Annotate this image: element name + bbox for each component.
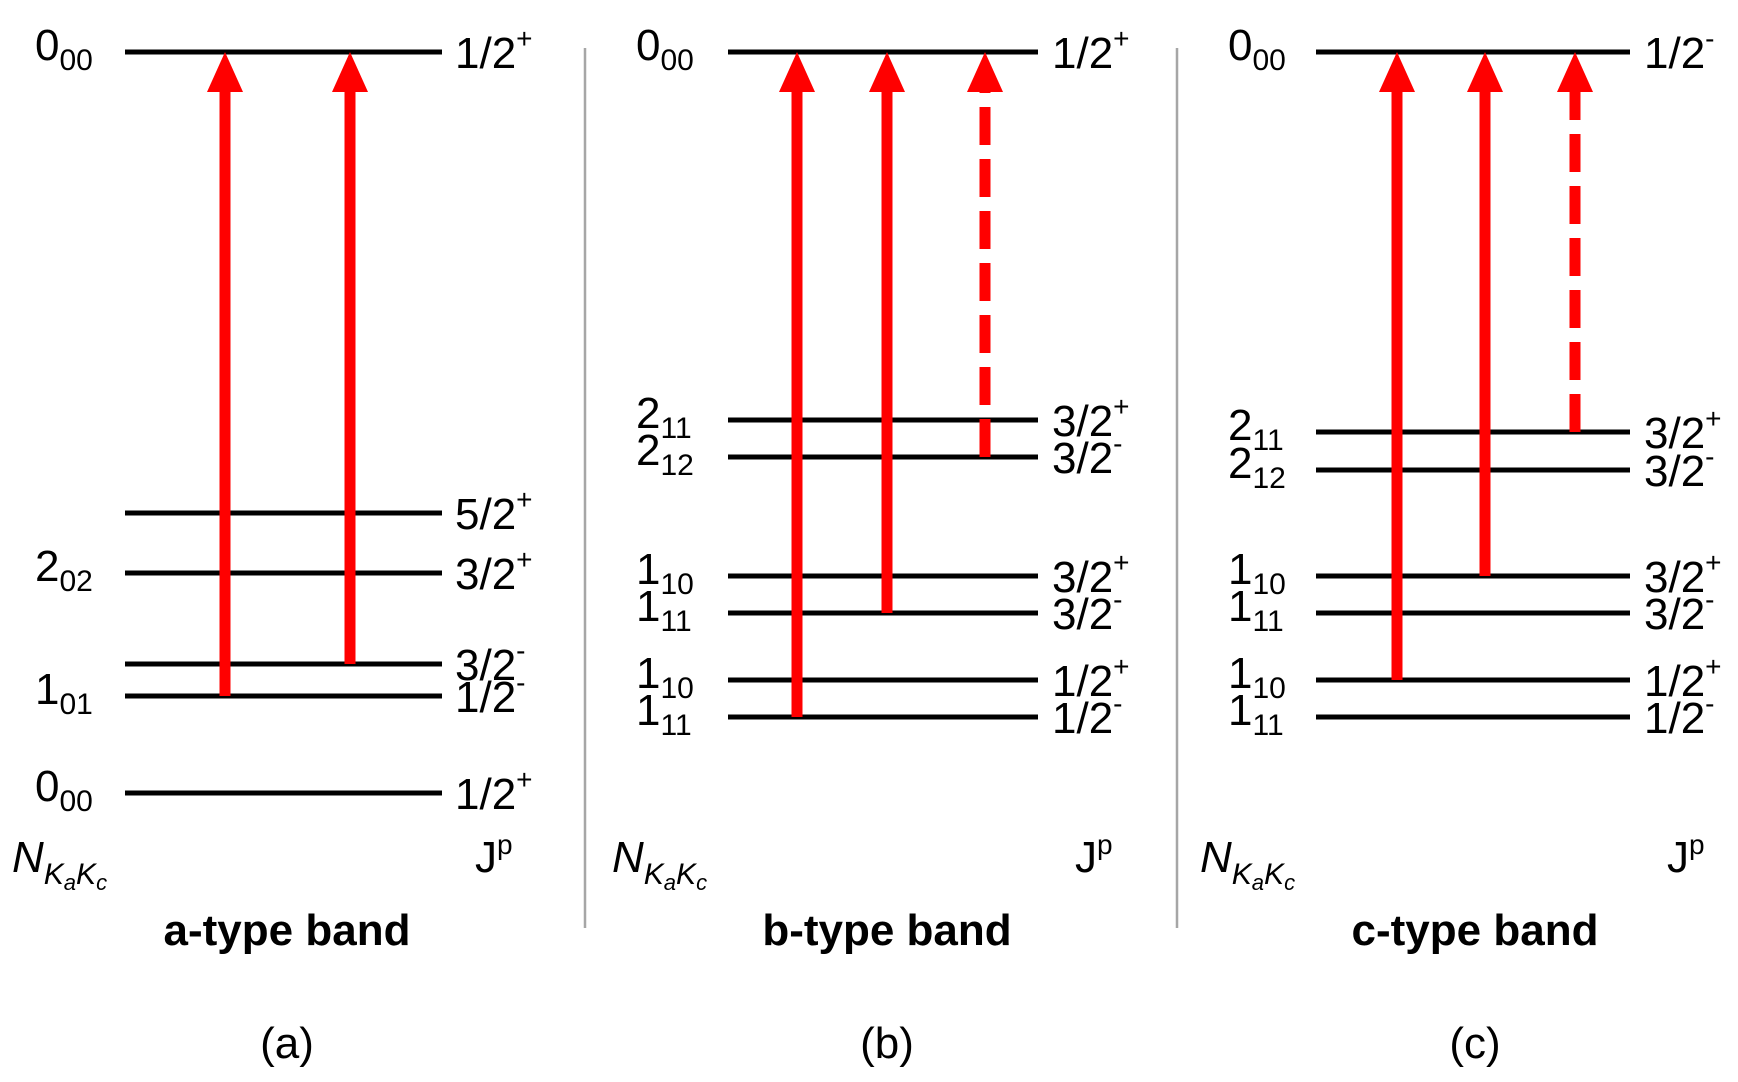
level-quantum-label: 000 <box>35 762 93 818</box>
level-quantum-label: 101 <box>35 665 93 721</box>
level-quantum-label: 111 <box>636 582 692 638</box>
panel-title: a-type band <box>164 906 411 955</box>
arrow-head <box>1467 52 1503 92</box>
axis-label-jp: Jp <box>475 829 513 882</box>
arrow-head <box>869 52 905 92</box>
level-quantum-label: 000 <box>1228 21 1286 77</box>
jp-label: 3/2+ <box>1052 547 1130 602</box>
jp-label: 3/2- <box>1052 584 1123 639</box>
panel-a: 1/2+ 000 5/2+3/2+ 202 3/2-1/2- 101 1/2+ 000NKaK… <box>12 21 533 1068</box>
jp-label: 3/2+ <box>1644 547 1722 602</box>
jp-label: 1/2+ <box>1052 23 1130 78</box>
level-quantum-label: 212 <box>636 426 694 482</box>
level-quantum-label: 000 <box>636 21 694 77</box>
jp-label: 1/2+ <box>1052 651 1130 706</box>
arrow-head <box>332 52 368 92</box>
jp-label: 3/2- <box>1644 441 1715 496</box>
panel-title: b-type band <box>762 906 1011 955</box>
level-quantum-label: 000 <box>35 21 93 77</box>
jp-label: 3/2+ <box>1644 403 1722 458</box>
panel-caption: (b) <box>860 1019 914 1068</box>
level-quantum-label: 212 <box>1228 439 1286 495</box>
level-quantum-label: 111 <box>636 686 692 742</box>
axis-label-n-ka-kc: NKaKc <box>612 833 707 895</box>
panel-caption: (a) <box>260 1019 314 1068</box>
axis-label-n-ka-kc: NKaKc <box>12 833 107 895</box>
level-quantum-label: 110 <box>1228 649 1286 705</box>
jp-label: 1/2- <box>1052 688 1123 743</box>
axis-label-n-ka-kc: NKaKc <box>1200 833 1295 895</box>
level-quantum-label: 110 <box>636 545 694 601</box>
arrow-head <box>1557 52 1593 92</box>
level-quantum-label: 211 <box>636 389 692 445</box>
level-quantum-label: 111 <box>1228 686 1284 742</box>
panel-b: 1/2+0003/2+2113/2-2123/2+1103/2-1111/2+1… <box>612 21 1130 1068</box>
jp-label: 3/2- <box>455 635 526 690</box>
jp-label: 3/2- <box>1052 428 1123 483</box>
arrow-head <box>1379 52 1415 92</box>
jp-label: 5/2+ <box>455 484 533 539</box>
jp-label: 3/2+ <box>455 544 533 599</box>
jp-label: 1/2+ <box>1644 651 1722 706</box>
jp-label: 1/2+ <box>455 23 533 78</box>
arrow-head <box>779 52 815 92</box>
level-quantum-label: 110 <box>1228 545 1286 601</box>
level-quantum-label: 110 <box>636 649 694 705</box>
jp-label: 1/2+ <box>455 764 533 819</box>
panel-c: 1/2-0003/2+2113/2-2123/2+1103/2-1111/2+1… <box>1200 21 1722 1068</box>
jp-label: 1/2- <box>1644 23 1715 78</box>
axis-label-jp: Jp <box>1667 829 1705 882</box>
jp-label: 1/2- <box>1644 688 1715 743</box>
jp-label: 1/2- <box>455 667 526 722</box>
level-quantum-label: 202 <box>35 542 93 598</box>
level-quantum-label: 111 <box>1228 582 1284 638</box>
panel-caption: (c) <box>1449 1019 1500 1068</box>
jp-label: 3/2- <box>1644 584 1715 639</box>
arrow-head <box>967 52 1003 92</box>
arrow-head <box>207 52 243 92</box>
jp-label: 3/2+ <box>1052 391 1130 446</box>
level-quantum-label: 211 <box>1228 401 1284 457</box>
axis-label-jp: Jp <box>1075 829 1113 882</box>
panel-title: c-type band <box>1352 906 1599 955</box>
